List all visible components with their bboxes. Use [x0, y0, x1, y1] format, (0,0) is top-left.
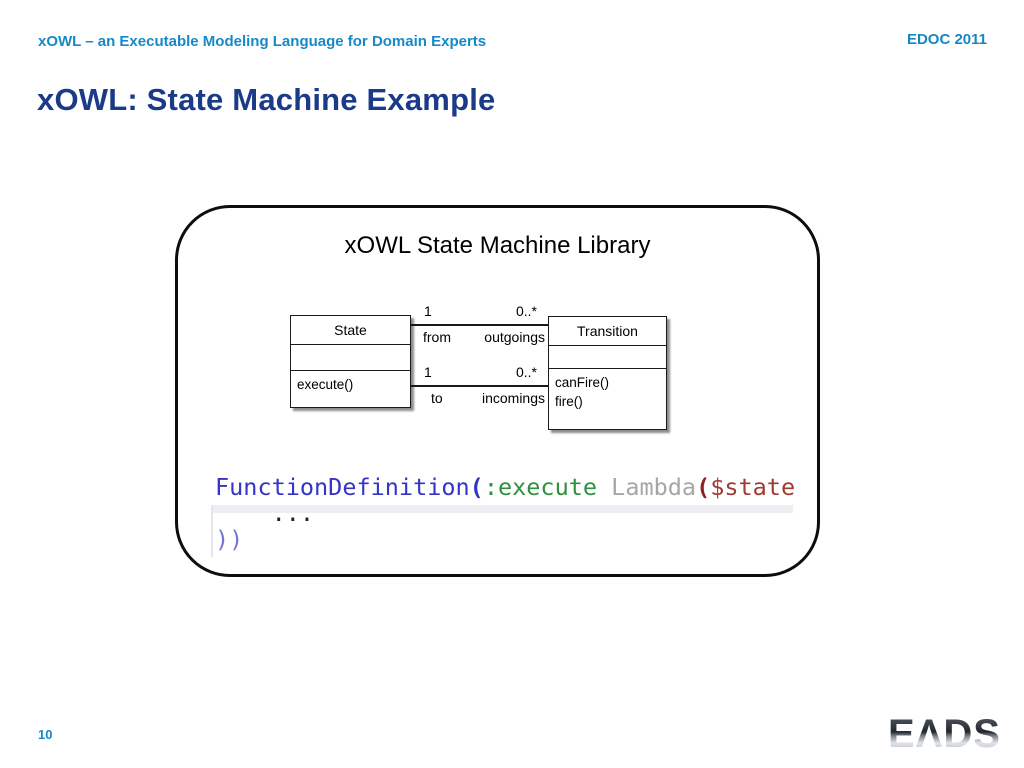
- page-number: 10: [38, 727, 53, 742]
- code-line-2: ...: [215, 499, 315, 527]
- code-line-3: )): [215, 525, 244, 553]
- uml-class-transition-operations: canFire() fire(): [549, 369, 666, 411]
- multiplicity-label: 1: [424, 303, 432, 319]
- code-snippet: FunctionDefinition(:execute Lambda($stat…: [215, 474, 795, 552]
- code-left-edge: [211, 505, 213, 557]
- uml-class-state-attributes: [291, 345, 410, 371]
- code-lambda: Lambda: [611, 473, 697, 501]
- uml-class-state: State execute(): [290, 315, 411, 408]
- role-label: from: [423, 329, 451, 345]
- uml-operation: canFire(): [555, 375, 610, 390]
- multiplicity-label: 0..*: [515, 364, 537, 380]
- role-label: to: [431, 390, 443, 406]
- multiplicity-label: 0..*: [515, 303, 537, 319]
- code-keyword: :execute: [483, 473, 598, 501]
- library-rounded-container: [175, 205, 820, 577]
- uml-class-state-operations: execute(): [291, 371, 410, 394]
- multiplicity-label: 1: [424, 364, 432, 380]
- presentation-subtitle: xOWL – an Executable Modeling Language f…: [38, 33, 487, 50]
- uml-operation: execute(): [297, 377, 354, 392]
- code-variable: $state: [710, 473, 796, 501]
- role-label: incomings: [481, 390, 545, 406]
- eads-logo-text: EΛDS: [888, 712, 1001, 755]
- association-line-incomings: [411, 385, 548, 387]
- code-space: [597, 473, 611, 501]
- code-function-name: FunctionDefinition: [215, 473, 470, 501]
- eads-logo: EΛDS: [888, 712, 1001, 755]
- uml-class-transition: Transition canFire() fire(): [548, 316, 667, 430]
- code-selection-highlight: [211, 505, 793, 513]
- conference-label: EDOC 2011: [906, 31, 987, 48]
- association-line-outgoings: [411, 324, 548, 326]
- role-label: outgoings: [484, 329, 545, 345]
- uml-class-transition-name: Transition: [549, 317, 666, 346]
- code-line-1: FunctionDefinition(:execute Lambda($stat…: [215, 474, 795, 500]
- uml-class-transition-attributes: [549, 346, 666, 369]
- uml-class-state-name: State: [291, 316, 410, 345]
- code-open-paren: (: [469, 473, 484, 501]
- library-title: xOWL State Machine Library: [344, 232, 651, 259]
- uml-operation: fire(): [555, 394, 583, 409]
- page-title: xOWL: State Machine Example: [37, 82, 496, 117]
- code-open-paren: (: [696, 473, 711, 501]
